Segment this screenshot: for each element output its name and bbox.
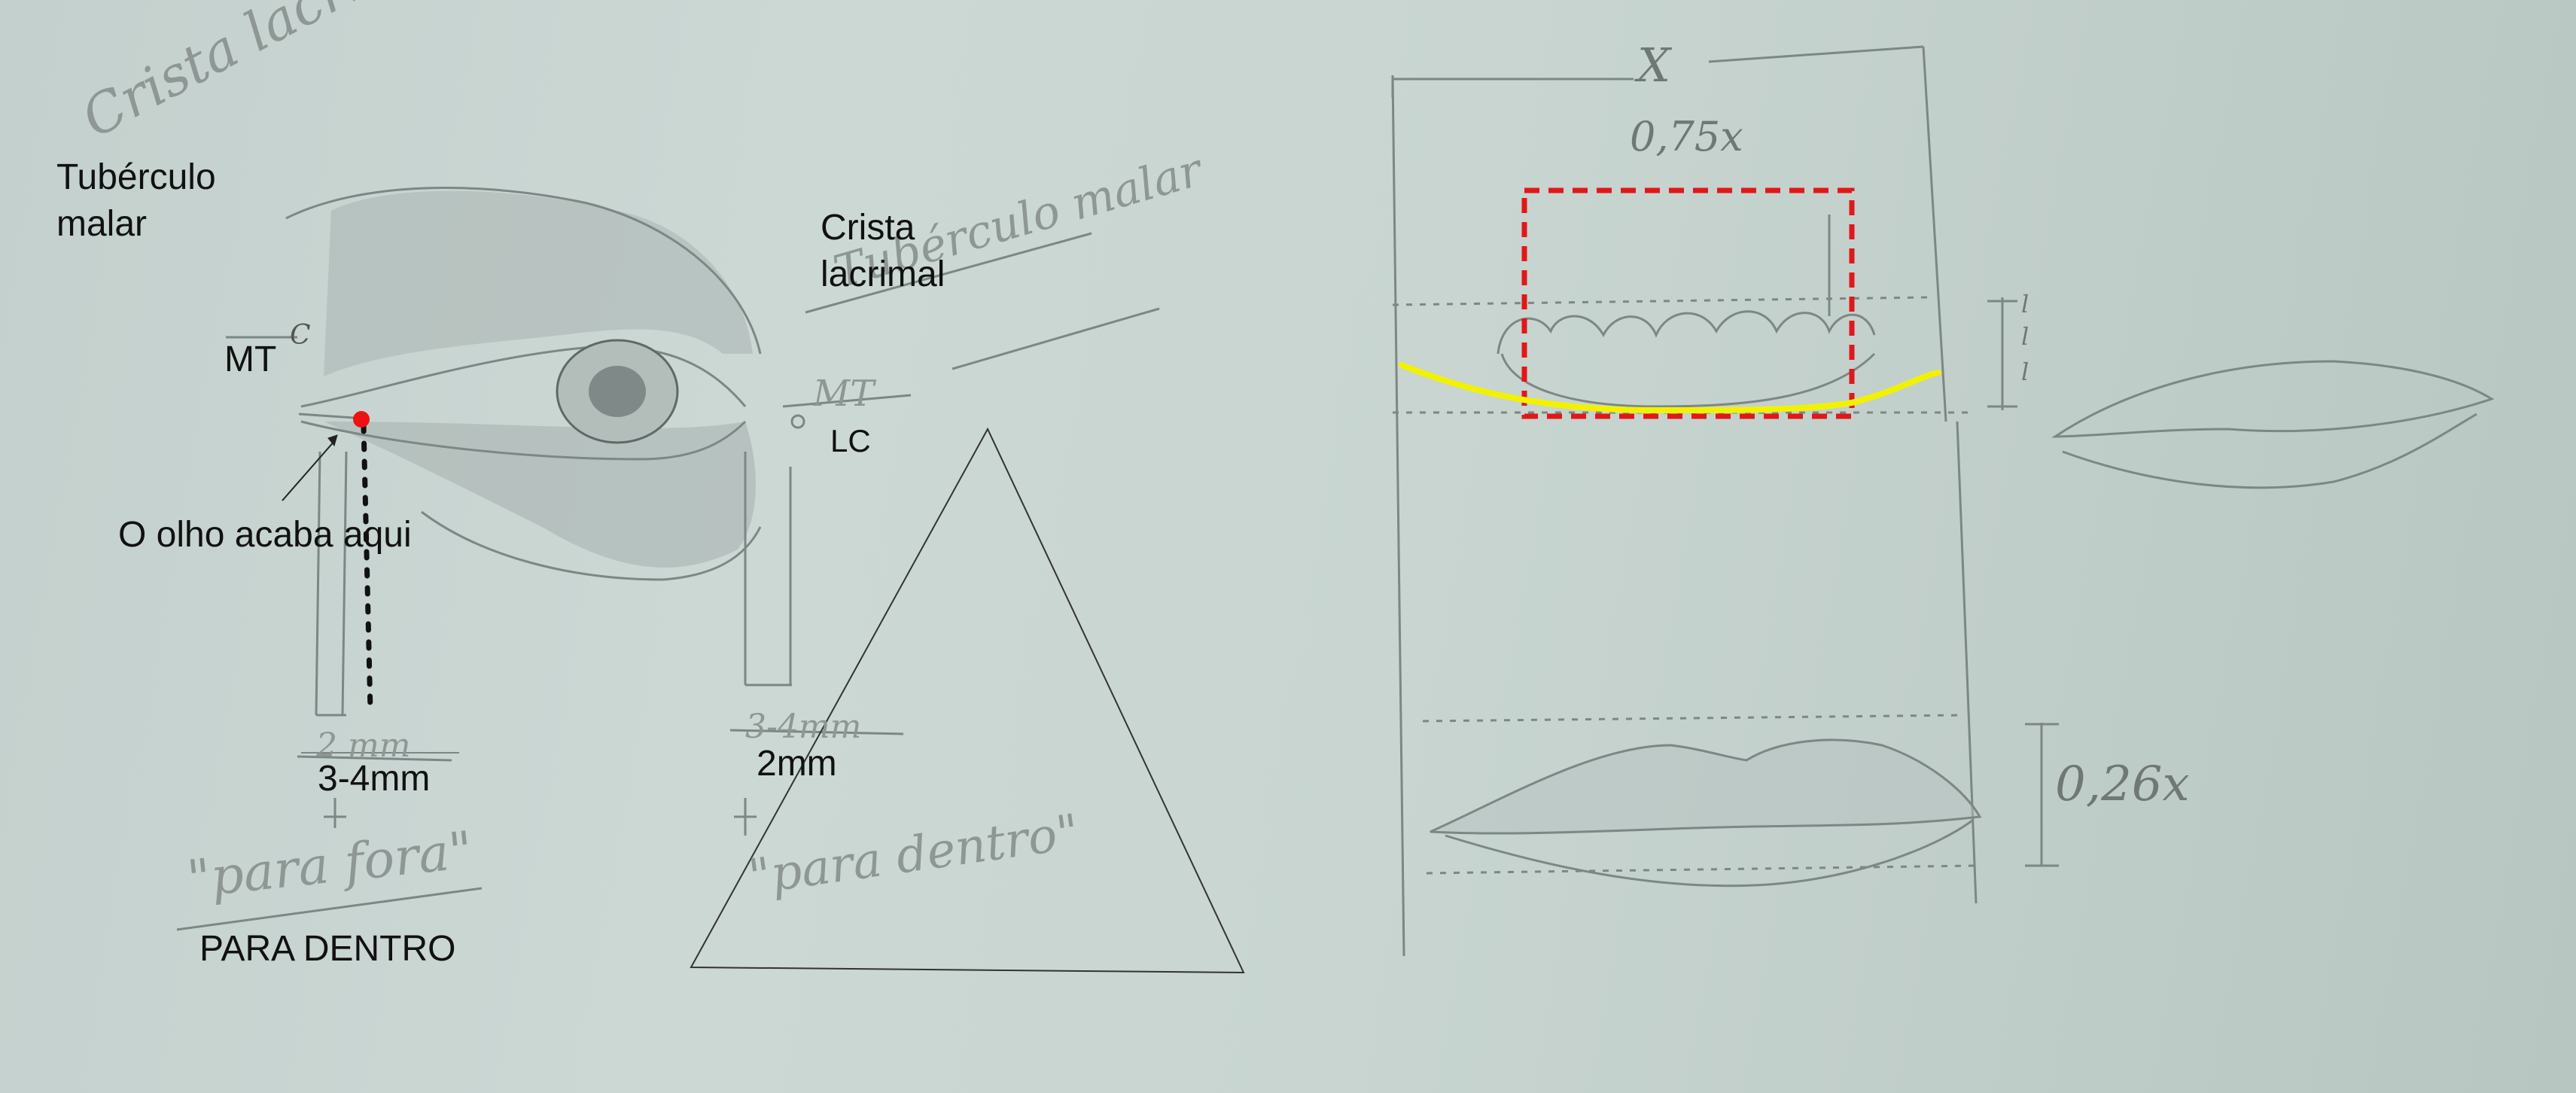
handwritten-mt-struck: MT (813, 373, 875, 415)
front-lips (1430, 738, 1982, 835)
eye-drawing (176, 187, 1160, 931)
handwritten-c-small: C (290, 320, 311, 351)
teeth-row (1497, 310, 1876, 355)
pointer-arrow (282, 434, 338, 501)
side-lips (2051, 360, 2495, 438)
label-olho-acaba: O olho acaba aqui (118, 515, 412, 555)
handwritten-tick-l3: l (2021, 358, 2029, 386)
brow-arc (285, 187, 762, 355)
label-left-measure: 3-4mm (318, 759, 431, 799)
lower-lid-line (300, 420, 747, 461)
label-crista: Crista (821, 208, 915, 248)
label-right-measure: 2mm (757, 744, 837, 784)
label-para-dentro: PARA DENTRO (199, 929, 456, 969)
red-dashed-box (1521, 187, 1855, 419)
label-mt-left: MT (224, 339, 277, 379)
lower-face-contour (421, 510, 762, 581)
label-tuberculo: Tubérculo (56, 157, 216, 197)
dotted-guide (361, 422, 373, 714)
yellow-smile-curve (1399, 362, 1941, 414)
upper-lid-line (300, 345, 747, 408)
handwritten-width-075: 0,75x (1630, 113, 1743, 160)
triangle-outline (690, 427, 1245, 974)
handwritten-struck-right-mm: 3-4mm (745, 708, 862, 746)
handwritten-height-026: 0,26x (2055, 757, 2190, 812)
label-malar: malar (56, 204, 148, 244)
handwritten-tick-l2: l (2021, 322, 2029, 351)
label-lacrimal: lacrimal (821, 254, 945, 294)
label-lc: LC (830, 423, 871, 458)
handwritten-width-x: X (1637, 38, 1671, 93)
handwritten-tick-l1: l (2021, 290, 2029, 318)
handwritten-struck-left-mm: 2 mm (316, 726, 411, 765)
teeth-drawing (1391, 45, 2495, 957)
pupil (589, 366, 646, 417)
eye-end-red-dot (353, 411, 370, 428)
upper-lid-shading (324, 190, 753, 376)
